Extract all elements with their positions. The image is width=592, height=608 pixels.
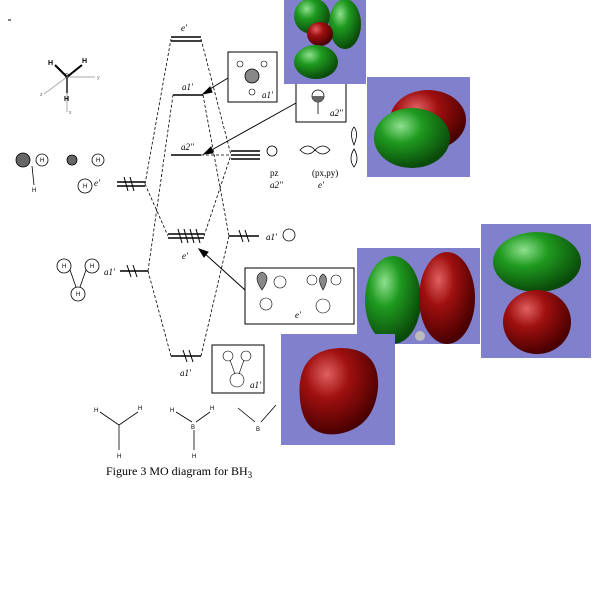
axis-z-label: z [40,92,43,98]
label-a1-bonding: a1' [180,368,192,378]
ligand-levels [117,176,148,278]
atom-h: H [62,264,66,270]
atom-h: H [138,406,142,412]
atom-h: H [117,454,121,460]
label-ligand-e: e' [94,178,101,188]
label-pxpy-sym: e' [318,180,325,190]
atom-h: H [82,58,87,65]
axis-y-label: y [97,75,100,81]
atom-h: H [192,454,196,460]
boron-levels [229,150,260,243]
correlation-lines [144,38,232,357]
label-e-top: e' [181,23,188,33]
atom-h: H [170,408,174,414]
atom-h: H [40,158,44,164]
atom-h: H [96,158,100,164]
pointer-arrows [197,77,297,291]
mo-render-e-left [357,248,480,344]
pz-orbital-icon [266,145,278,157]
label-e-bonding: e' [182,251,189,261]
atom-b: B [256,427,260,433]
atom-h: H [83,184,87,190]
mo-levels [168,36,204,363]
mo-render-a1-upper [284,0,366,84]
axis-molecule: H H H B y x z [40,58,100,116]
atom-h: H [210,406,214,412]
atom-h: H [76,292,80,298]
label-ligand-a1: a1' [104,267,116,277]
boron-p-orbitals: pz a2'' (px,py) e' [266,126,358,190]
axis-x-label: x [69,110,72,116]
pxpy-orbital-icon [299,145,331,155]
mo-render-e-right [481,224,591,358]
mo-render-a2 [367,77,470,177]
label-pxpy: (px,py) [312,168,338,178]
box-a1-upper: a1' [227,51,278,103]
ligand-a1-sketch: H H H [56,258,100,302]
atom-b: B [191,425,195,431]
box-a2: a2'' [295,79,347,123]
atom-b: B [65,74,69,80]
p-orbital-vertical-icon [350,126,358,168]
s-orbital-icon [282,228,296,242]
box-label: e' [295,310,302,320]
atom-h: H [90,264,94,270]
atom-h: H [48,60,53,67]
label-boron-a1: a1' [266,232,278,242]
label-a1-upper: a1' [182,82,194,92]
box-label: a2'' [330,108,344,118]
ligand-e-sketch: H H H H [15,152,105,194]
atom-h: H [64,96,69,103]
box-a1-lower: a1' [211,344,265,394]
bottom-structures: H H H H H B H B [94,404,277,460]
label-pz: pz [270,168,279,178]
mo-render-a1-lower [281,334,395,445]
label-a2-mid: a2'' [181,142,195,152]
figure-caption: Figure 3 MO diagram for BH3 [106,464,253,480]
label-pz-sym: a2'' [270,180,284,190]
atom-h: H [94,408,98,414]
atom-h: H [32,188,36,194]
box-label: a1' [262,90,274,100]
box-label: a1' [250,380,262,390]
box-e: e' [244,267,355,325]
